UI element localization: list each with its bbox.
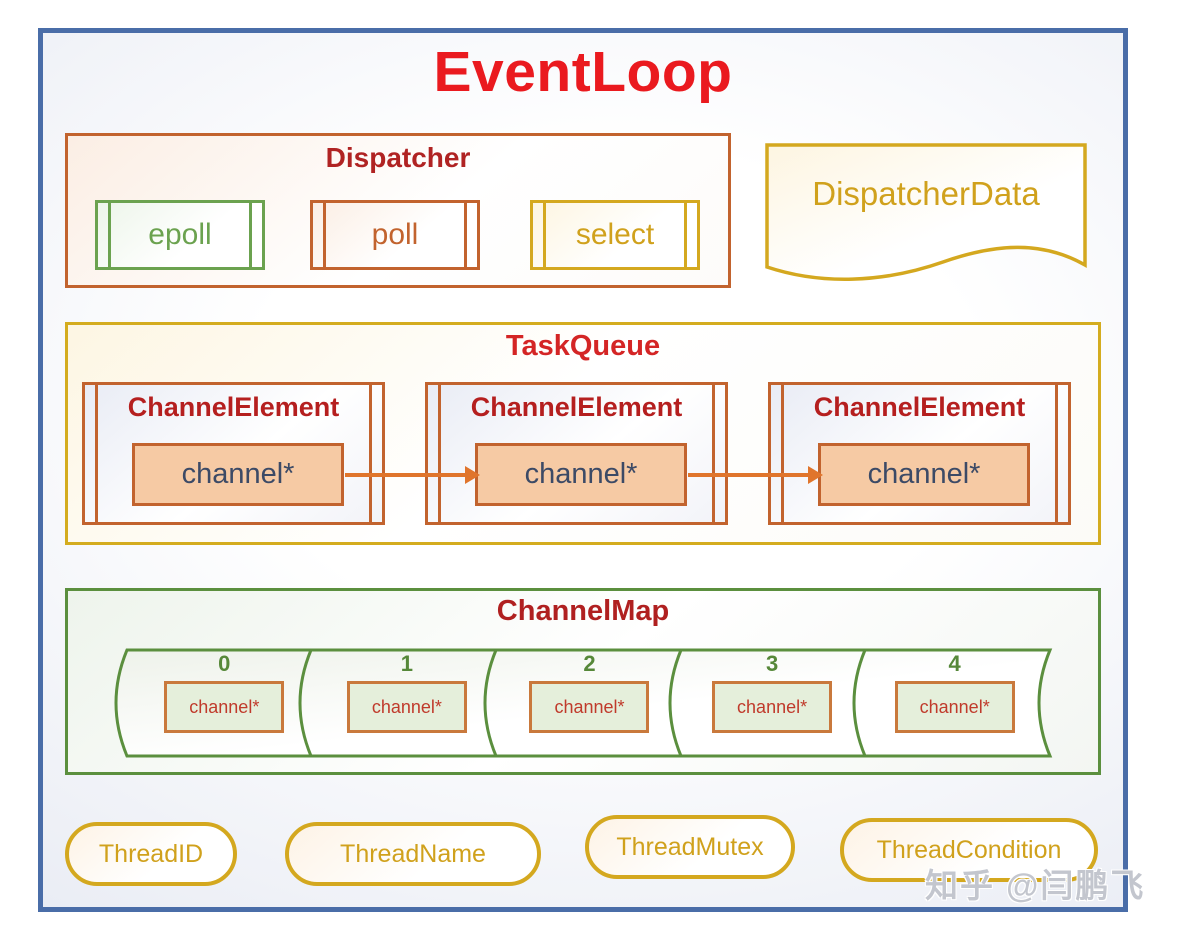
thread-condition-pill: ThreadCondition <box>840 818 1098 882</box>
arrow-connector-1 <box>345 466 480 484</box>
map-cell-1: 1 channel* <box>316 648 499 758</box>
channel-element-2: ChannelElement channel* <box>425 382 728 525</box>
channel-pointer-box: channel* <box>712 681 833 733</box>
channel-pointer-box: channel* <box>475 443 687 506</box>
cell-index: 3 <box>765 651 779 676</box>
channel-element-1: ChannelElement channel* <box>82 382 385 525</box>
thread-id-label: ThreadID <box>98 839 204 868</box>
channel-map-group: ChannelMap <box>65 588 1101 775</box>
thread-condition-label: ThreadCondition <box>876 835 1062 864</box>
channel-element-title: ChannelElement <box>470 392 683 422</box>
cell-index: 0 <box>218 651 231 676</box>
thread-name-pill: ThreadName <box>285 822 541 886</box>
eventloop-container: EventLoop Dispatcher epoll poll select <box>38 28 1143 912</box>
select-label: select <box>575 218 655 251</box>
dispatcher-data-shape: DispatcherData <box>765 143 1087 291</box>
channel-pointer-box: channel* <box>818 443 1030 506</box>
thread-mutex-label: ThreadMutex <box>616 832 764 861</box>
channel-map-cells: 0 channel* 1 channel* 2 channel* 3 chann… <box>105 648 1062 758</box>
channel-map-strip: 0 channel* 1 channel* 2 channel* 3 chann… <box>105 648 1062 758</box>
select-shape: select <box>530 200 700 270</box>
arrow-connector-2 <box>688 466 823 484</box>
poll-shape: poll <box>310 200 480 270</box>
thread-id-pill: ThreadID <box>65 822 237 886</box>
epoll-shape: epoll <box>95 200 265 270</box>
map-cell-4: 4 channel* <box>863 648 1046 758</box>
epoll-label: epoll <box>148 218 212 251</box>
watermark: 知乎 @闫鹏飞 <box>925 867 1146 904</box>
document-shape-icon <box>765 143 1087 281</box>
task-queue-title: TaskQueue <box>505 330 661 362</box>
channel-element-title: ChannelElement <box>813 392 1026 422</box>
channel-element-title: ChannelElement <box>127 392 340 422</box>
channel-pointer-box: channel* <box>164 681 285 733</box>
thread-name-label: ThreadName <box>340 839 486 868</box>
channel-map-title: ChannelMap <box>496 595 670 627</box>
dispatcher-group: Dispatcher epoll poll select <box>65 133 731 288</box>
dispatcher-data-label: DispatcherData <box>812 175 1040 212</box>
cell-index: 4 <box>948 651 961 676</box>
cell-index: 2 <box>583 651 596 676</box>
thread-mutex-pill: ThreadMutex <box>585 815 795 879</box>
cell-index: 1 <box>400 651 414 676</box>
dispatcher-title: Dispatcher <box>325 142 471 173</box>
map-cell-3: 3 channel* <box>681 648 864 758</box>
channel-pointer-box: channel* <box>894 681 1015 733</box>
map-cell-2: 2 channel* <box>498 648 681 758</box>
page-title: EventLoop <box>433 40 733 104</box>
channel-pointer-box: channel* <box>346 681 467 733</box>
channel-pointer-box: channel* <box>529 681 650 733</box>
map-cell-0: 0 channel* <box>133 648 316 758</box>
task-queue-group: TaskQueue ChannelElement channel* Channe… <box>65 322 1101 545</box>
channel-pointer-box: channel* <box>132 443 344 506</box>
poll-label: poll <box>371 218 419 251</box>
channel-element-3: ChannelElement channel* <box>768 382 1071 525</box>
